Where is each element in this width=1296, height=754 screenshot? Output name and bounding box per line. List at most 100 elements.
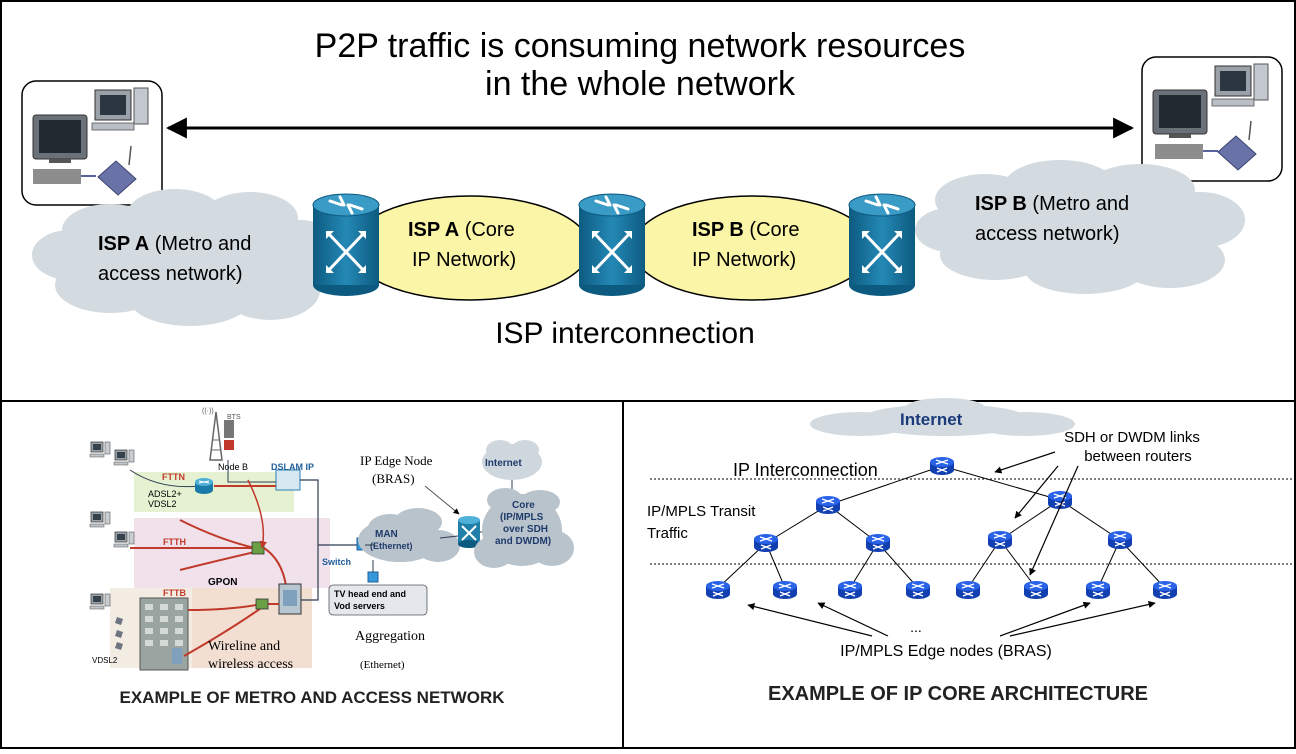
nodeb-label: Node B	[218, 462, 248, 472]
home-terminal-left	[21, 80, 163, 206]
modem-icon	[1217, 120, 1257, 171]
edge-router-icon	[955, 580, 981, 600]
edge-router-icon	[1023, 580, 1049, 600]
router-icon	[577, 192, 647, 298]
ftth-zone	[134, 518, 330, 588]
ftth-label: FTTH	[163, 537, 186, 547]
metro-caption: EXAMPLE OF METRO AND ACCESS NETWORK	[119, 688, 505, 707]
internet-cloud-metro: Internet	[482, 440, 542, 480]
cloud-isp-b-label-line2: access network)	[975, 223, 1120, 245]
dslam-icon	[275, 469, 301, 491]
fttn-node-icon	[194, 477, 214, 495]
man-cloud: MAN (Ethernet)	[358, 508, 460, 562]
core-label-3: over SDH	[503, 524, 548, 535]
router-icon	[929, 456, 955, 476]
computer-icon	[1211, 63, 1269, 107]
edge-router-icon	[1152, 580, 1178, 600]
core-isp-b-label: ISP B (Core	[692, 219, 799, 241]
edge-nodes-label: IP/MPLS Edge nodes (BRAS)	[840, 643, 1052, 660]
aggregation-label: Aggregation	[355, 629, 425, 644]
man-label-1: MAN	[375, 529, 398, 540]
core-label-4: and DWDM)	[495, 536, 551, 547]
man-label-2: (Ethernet)	[370, 541, 413, 551]
cloud-isp-b-label: ISP B (Metro and	[975, 193, 1129, 215]
vdsl-label: VDSL2	[148, 499, 177, 509]
core-isp-b-label-line2: IP Network)	[692, 249, 796, 271]
computer-icon	[91, 87, 149, 131]
metro-access-diagram: ((·)) BTS Node B DSLAM IP FTTN ADSL2+ VD…	[89, 408, 574, 672]
edge-node-label-2: (BRAS)	[372, 471, 415, 486]
core-caption: EXAMPLE OF IP CORE ARCHITECTURE	[768, 683, 1148, 705]
fttb-label: FTTB	[163, 588, 186, 598]
cloud-isp-a-label: ISP A (Metro and	[98, 233, 251, 255]
router-links	[717, 465, 1166, 589]
edge-router-icon	[705, 580, 731, 600]
edge-router-icon	[905, 580, 931, 600]
core-label-2: (IP/MPLS	[500, 512, 544, 523]
building-icon	[139, 597, 189, 671]
modem-icon	[97, 145, 137, 196]
dslam-label: DSLAM IP	[271, 462, 314, 472]
tv-icon	[1152, 89, 1208, 138]
tv-icon	[32, 114, 88, 163]
edge-arrows	[747, 600, 1156, 637]
tv-headend-label-2: Vod servers	[334, 601, 385, 611]
transit-label-1: IP/MPLS Transit	[647, 503, 756, 520]
settop-box-icon	[1155, 144, 1218, 159]
svg-text:((·)): ((·))	[202, 408, 214, 415]
vdsl-b-label: VDSL2	[92, 656, 118, 665]
top-title-line1: P2P traffic is consuming network resourc…	[315, 27, 966, 65]
home-pc-icon	[89, 593, 111, 610]
settop-box-icon	[33, 169, 96, 184]
transit-label-2: Traffic	[647, 525, 688, 542]
wireline-label-2: wireless access	[208, 657, 293, 672]
ip-core-diagram: Internet	[647, 398, 1292, 660]
home-pc-icon	[113, 531, 135, 548]
cloud-isp-b: ISP B (Metro and access network)	[915, 160, 1245, 294]
edge-node-label-1: IP Edge Node	[360, 453, 433, 468]
home-pc-icon	[89, 511, 111, 528]
olt-icon	[278, 583, 302, 615]
sdh-label-2: between routers	[1084, 448, 1192, 465]
edge-router-icon	[772, 580, 798, 600]
ip-interconnection-label: IP Interconnection	[733, 460, 878, 480]
core-label-1: Core	[512, 500, 535, 511]
sdh-label-1: SDH or DWDM links	[1064, 429, 1200, 446]
edge-router-icon	[1085, 580, 1111, 600]
router-icon	[847, 192, 917, 298]
cloud-isp-a: ISP A (Metro and access network)	[32, 189, 340, 326]
switch-label: Switch	[322, 557, 351, 567]
internet-cloud-core: Internet	[810, 398, 1075, 436]
sdh-arrows	[994, 451, 1079, 576]
ellipsis-label: ...	[910, 619, 922, 635]
core-cloud-metro: Core (IP/MPLS over SDH and DWDM)	[474, 488, 574, 568]
tv-server-icon	[367, 571, 379, 583]
fttn-zone	[134, 472, 294, 512]
isp-interconnection-caption: ISP interconnection	[495, 317, 755, 350]
splitter-icon	[255, 598, 269, 610]
home-terminal-right	[1141, 56, 1283, 182]
router-icon	[311, 192, 381, 298]
fttn-label: FTTN	[162, 472, 185, 482]
router-icon	[753, 533, 779, 553]
bras-router-icon	[458, 516, 480, 548]
tv-headend-label-1: TV head end and	[334, 589, 406, 599]
core-isp-b: ISP B (Core IP Network)	[631, 195, 873, 301]
edge-router-icon	[837, 580, 863, 600]
adsl-label: ADSL2+	[148, 489, 182, 499]
ethernet-label: (Ethernet)	[360, 659, 405, 671]
wireline-label-1: Wireline and	[208, 639, 280, 654]
home-pc-icon	[89, 441, 111, 458]
router-icon	[1107, 530, 1133, 550]
internet-label-metro: Internet	[485, 458, 522, 469]
bts-label: BTS	[227, 414, 241, 421]
home-pc-icon	[113, 449, 135, 466]
router-icon	[987, 530, 1013, 550]
core-isp-a-label: ISP A (Core	[408, 219, 515, 241]
tv-headend-box: TV head end and Vod servers	[328, 584, 428, 616]
core-isp-a: ISP A (Core IP Network)	[349, 195, 591, 301]
router-icon	[815, 495, 841, 515]
cloud-isp-a-label-line2: access network)	[98, 263, 243, 285]
